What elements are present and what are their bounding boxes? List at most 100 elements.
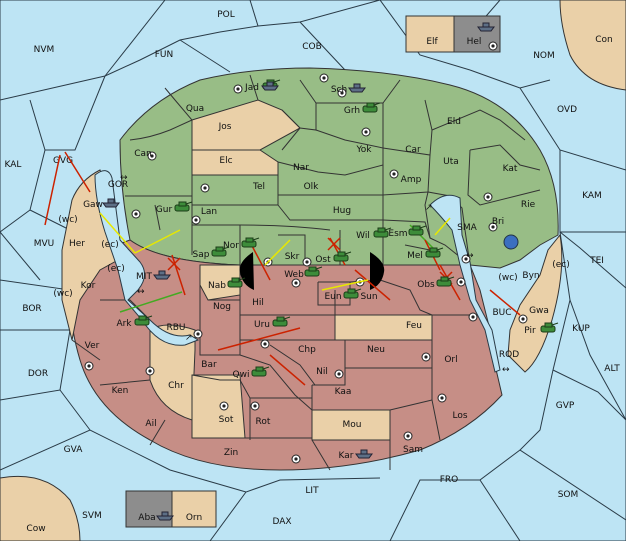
- region-label-kal: KAL: [5, 160, 22, 170]
- region-label-ver: Ver: [85, 341, 100, 351]
- region-sot: [191, 374, 246, 439]
- region-cow: [0, 475, 81, 541]
- unit-grey-fleet-sch[interactable]: [348, 83, 366, 93]
- unit-green-army-nab[interactable]: [227, 277, 246, 288]
- supply-center-dot: [440, 396, 444, 400]
- region-con: [559, 0, 626, 91]
- unit-grey-fleet-mit[interactable]: [153, 270, 171, 280]
- region-label-nvm: NVM: [34, 45, 55, 55]
- region-label-can: Can: [134, 149, 152, 159]
- region-label-gvp: GVP: [556, 401, 575, 411]
- region-label-nar: Nar: [293, 163, 309, 173]
- region-label-dax: DAX: [272, 517, 291, 527]
- supply-center-dot: [459, 280, 463, 284]
- unit-green-army-esm[interactable]: [408, 225, 427, 236]
- region-label-rot: Rot: [256, 417, 271, 427]
- region-label-gur: Gur: [156, 205, 173, 215]
- order-move: [217, 327, 301, 351]
- region-borders: [71, 74, 541, 471]
- region-label-ken: Ken: [112, 386, 129, 396]
- region-label-wil: Wil: [356, 231, 370, 241]
- region-label-cow: Cow: [26, 524, 45, 534]
- region-label-skr: Skr: [285, 252, 300, 262]
- supply-center-dot: [87, 364, 91, 368]
- region-label-ark: Ark: [116, 319, 132, 329]
- unit-green-army-eun[interactable]: [343, 288, 362, 299]
- unit-grey-fleet-hel[interactable]: [477, 22, 495, 32]
- region-label-pir: Pir: [524, 326, 536, 336]
- unit-green-army-grh[interactable]: [362, 102, 381, 113]
- region-label-byn: Byn: [522, 271, 539, 281]
- unit-green-army-nor[interactable]: [241, 237, 260, 248]
- region-label-kar: Kar: [339, 451, 354, 461]
- region-label-her: Her: [69, 239, 85, 249]
- supply-center-dot: [222, 404, 226, 408]
- supply-center-dot: [305, 260, 309, 264]
- units: [102, 22, 559, 521]
- supply-center-dot: [491, 44, 495, 48]
- unit-green-army-pir[interactable]: [540, 322, 559, 333]
- region-label-lit: LIT: [305, 486, 319, 496]
- supply-center-dot: [521, 317, 525, 321]
- region-label-jos: Jos: [218, 122, 232, 132]
- region-label-sap: Sap: [193, 250, 210, 260]
- legend-orn-box: [171, 490, 217, 528]
- unit-grey-fleet-aba[interactable]: [156, 511, 174, 521]
- supply-center-dot: [203, 186, 207, 190]
- region-label-ovd: OVD: [557, 105, 577, 115]
- unit-green-army-web[interactable]: [304, 266, 323, 277]
- unit-green-army-gur[interactable]: [174, 201, 193, 212]
- unit-grey-fleet-gaw[interactable]: [102, 198, 120, 208]
- order-support: [264, 239, 291, 266]
- unit-green-army-uru[interactable]: [272, 316, 291, 327]
- region-label-con: Con: [595, 35, 613, 45]
- unit-green-army-qwi[interactable]: [251, 366, 270, 377]
- region-label-tei: TEI: [589, 256, 604, 266]
- region-label-wc1: (wc): [58, 215, 77, 225]
- order-move: [171, 254, 186, 296]
- arrow-sma: ↗: [425, 203, 433, 213]
- supply-center-dot: [340, 91, 344, 95]
- region-label-mvu: MVU: [34, 239, 55, 249]
- region-label-bri: Bri: [492, 217, 504, 227]
- region-label-bar: Bar: [201, 360, 217, 370]
- region-label-qwi: Qwi: [233, 370, 250, 380]
- region-label-ec1: (ec): [101, 240, 119, 250]
- unit-green-army-sap[interactable]: [211, 246, 230, 257]
- unit-green-army-ost[interactable]: [333, 251, 352, 262]
- strait-east: [370, 252, 385, 290]
- unit-green-army-wil[interactable]: [373, 227, 392, 238]
- region-label-kam: KAM: [582, 191, 602, 201]
- region-label-zin: Zin: [224, 448, 238, 458]
- region-label-web: Web: [284, 270, 304, 280]
- region-label-som: SOM: [558, 490, 579, 500]
- unit-green-army-obs[interactable]: [436, 276, 455, 287]
- unit-green-army-ark[interactable]: [134, 315, 153, 326]
- region-nab: [199, 264, 241, 301]
- unit-grey-fleet-jad[interactable]: [261, 81, 279, 91]
- supply-center-dot: [294, 281, 298, 285]
- supply-center-dot: [236, 87, 240, 91]
- region-label-elf: Elf: [426, 37, 438, 47]
- region-label-aba: Aba: [138, 513, 155, 523]
- supply-center-dot: [406, 434, 410, 438]
- region-label-amp: Amp: [401, 175, 422, 185]
- region-label-ec3: (ec): [552, 260, 570, 270]
- order-support: [99, 212, 136, 254]
- region-label-ec2: (ec): [107, 264, 125, 274]
- sea-gor: [94, 170, 200, 346]
- supply-center-dot: [471, 315, 475, 319]
- unit-grey-fleet-kar[interactable]: [355, 449, 373, 459]
- region-label-sun: Sun: [360, 292, 377, 302]
- unit-green-army-mel[interactable]: [425, 247, 444, 258]
- region-label-chr: Chr: [168, 381, 184, 391]
- region-label-uta: Uta: [443, 157, 459, 167]
- supply-center-dot: [196, 332, 200, 336]
- supply-center-dot: [134, 212, 138, 216]
- region-label-sma: SMA: [457, 223, 477, 233]
- region-label-dor: DOR: [28, 369, 48, 379]
- region-label-los: Los: [452, 411, 467, 421]
- supply-center-dot: [364, 130, 368, 134]
